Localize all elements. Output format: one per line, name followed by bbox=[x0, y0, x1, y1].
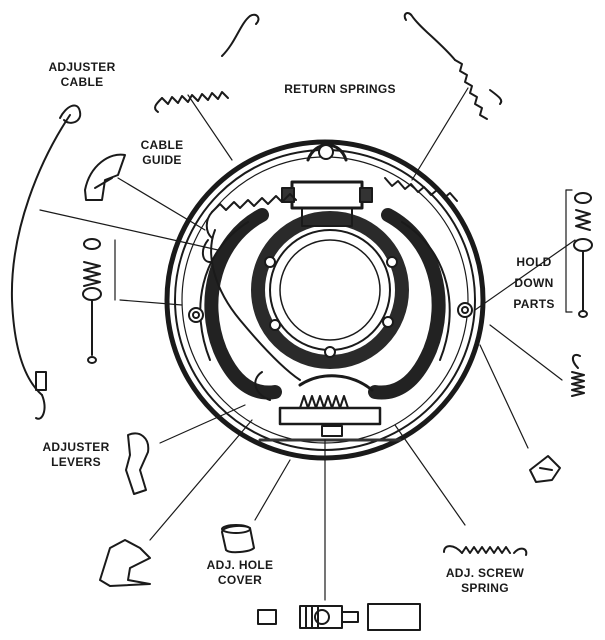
label-adjuster-levers-line1: ADJUSTER bbox=[42, 440, 110, 454]
adjuster-lever-part bbox=[125, 432, 150, 495]
hold-down-pins-installed bbox=[188, 302, 473, 323]
label-return-springs: RETURN SPRINGS bbox=[275, 82, 405, 97]
label-return-springs-text: RETURN SPRINGS bbox=[284, 82, 396, 96]
clip-part bbox=[529, 455, 561, 483]
label-adjuster-cable-line1: ADJUSTER bbox=[48, 60, 116, 74]
label-adj-screw-spring-line1: ADJ. SCREW bbox=[445, 566, 525, 580]
label-adj-hole-cover: ADJ. HOLE COVER bbox=[200, 558, 280, 588]
return-spring-right-installed bbox=[384, 177, 458, 202]
label-hold-down-line1: HOLD bbox=[516, 255, 552, 269]
label-adj-screw-spring: ADJ. SCREW SPRING bbox=[440, 566, 530, 596]
label-hold-down-line3: PARTS bbox=[513, 297, 555, 311]
label-adjuster-levers: ADJUSTER LEVERS bbox=[36, 440, 116, 470]
label-hold-down-parts: HOLD DOWN PARTS bbox=[508, 252, 560, 315]
adj-screw-spring-part bbox=[443, 545, 528, 556]
return-spring-right-part bbox=[403, 12, 503, 120]
adjuster-cable-part bbox=[10, 104, 82, 420]
adjuster-screw-installed bbox=[254, 371, 402, 442]
label-hold-down-line2: DOWN bbox=[514, 276, 554, 290]
hold-down-bracket bbox=[114, 189, 573, 313]
leader-lines bbox=[39, 87, 576, 601]
adj-hole-cover-part bbox=[221, 524, 255, 554]
return-spring-left-installed bbox=[205, 193, 297, 239]
label-adjuster-cable-line2: CABLE bbox=[60, 75, 104, 89]
adjuster-cable-installed bbox=[202, 229, 301, 381]
label-adjuster-levers-line2: LEVERS bbox=[51, 455, 101, 469]
label-adjuster-cable: ADJUSTER CABLE bbox=[42, 60, 122, 90]
label-cable-guide-line1: CABLE bbox=[140, 138, 184, 152]
cable-guide-part bbox=[84, 153, 126, 201]
hold-down-parts-left bbox=[82, 238, 102, 364]
return-spring-left-part bbox=[154, 13, 260, 113]
brake-shoe-right bbox=[368, 208, 451, 400]
axle-flange bbox=[251, 211, 409, 369]
adjuster-screw-part bbox=[257, 603, 421, 631]
small-spring-part bbox=[571, 354, 585, 397]
label-adj-hole-cover-line2: COVER bbox=[217, 573, 263, 587]
label-cable-guide-line2: GUIDE bbox=[142, 153, 182, 167]
label-cable-guide: CABLE GUIDE bbox=[134, 138, 190, 168]
brake-shoe-left bbox=[199, 208, 282, 400]
label-adj-screw-spring-line2: SPRING bbox=[461, 581, 509, 595]
adjuster-lever-large-part bbox=[99, 539, 151, 587]
label-adj-hole-cover-line1: ADJ. HOLE bbox=[206, 558, 274, 572]
wheel-cylinder bbox=[281, 143, 373, 227]
hold-down-parts-right bbox=[573, 192, 593, 318]
